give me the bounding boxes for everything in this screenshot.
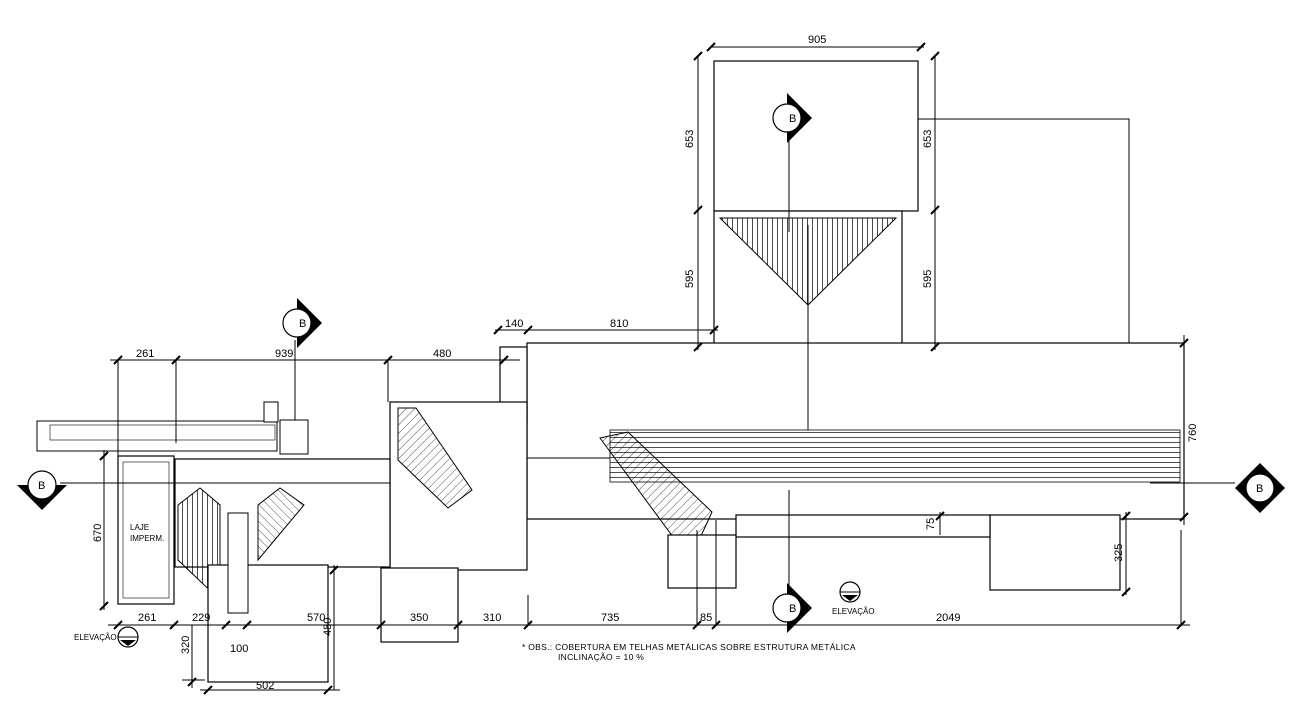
roof-right-lower [989, 514, 1121, 591]
dim-595-right: 595 [922, 270, 934, 288]
dim-570: 570 [307, 612, 325, 624]
elevation-symbol-left [117, 626, 139, 648]
dim-670: 670 [92, 524, 104, 542]
dim-100: 100 [230, 643, 248, 655]
section-marker-top-center: B [772, 93, 812, 143]
dim-939: 939 [275, 348, 293, 360]
roof-middle-hip [397, 407, 473, 509]
dim-760: 760 [1187, 424, 1199, 442]
dim-320: 320 [180, 636, 192, 654]
top-left-small-box [279, 419, 309, 455]
top-left-walkway-inner [49, 424, 276, 441]
roof-lower-post [227, 512, 249, 614]
laje-label-2: IMPERM. [130, 534, 164, 543]
svg-text:B: B [299, 318, 306, 330]
roof-lower-350 [380, 567, 459, 643]
dim-85: 85 [700, 612, 712, 624]
roof-small-lower [667, 534, 737, 589]
elevation-symbol-right [839, 581, 861, 603]
top-left-box [263, 401, 279, 423]
dim-261-top: 261 [136, 348, 154, 360]
roof-ridge-band [609, 429, 1181, 483]
dimension-text: 905 653 653 595 595 140 810 261 939 480 … [92, 34, 1199, 692]
dim-735: 735 [601, 612, 619, 624]
dim-229: 229 [192, 612, 210, 624]
svg-text:B: B [789, 603, 796, 615]
dim-810: 810 [610, 318, 628, 330]
section-marker-left: B [17, 470, 67, 510]
section-marker-right: B [1235, 463, 1285, 513]
svg-text:B: B [1256, 483, 1263, 495]
dim-653-right: 653 [922, 130, 934, 148]
roof-areas [36, 60, 1185, 683]
top-left-walkway [36, 420, 278, 452]
dim-595-left: 595 [684, 270, 696, 288]
roof-left-hip-2 [257, 487, 305, 562]
svg-text:B: B [38, 480, 45, 492]
dim-261-bottom: 261 [138, 612, 156, 624]
laje-slab-inner [122, 461, 170, 599]
section-marker-top-left: B [282, 298, 322, 348]
laje-label-1: LAJE [130, 523, 149, 532]
dim-480-vertical: 480 [322, 618, 334, 636]
svg-text:B: B [789, 113, 796, 125]
dim-75: 75 [925, 518, 937, 530]
section-marker-bottom: B [772, 583, 812, 633]
dim-2049: 2049 [936, 612, 960, 624]
dim-350: 350 [410, 612, 428, 624]
dim-480: 480 [433, 348, 451, 360]
elevacao-label-right: ELEVAÇÃO [832, 607, 875, 616]
dim-140: 140 [505, 318, 523, 330]
roof-note-line-1: * OBS.: COBERTURA EM TELHAS METÁLICAS SO… [522, 642, 856, 652]
roof-main-hip [599, 431, 713, 561]
roof-right-lower-2 [735, 514, 991, 538]
labels: LAJE IMPERM. ELEVAÇÃO ELEVAÇÃO * OBS.: C… [74, 523, 875, 662]
dim-653-left: 653 [684, 130, 696, 148]
dim-325: 325 [1113, 544, 1125, 562]
roof-note-line-2: INCLINAÇÃO = 10 % [558, 652, 644, 662]
laje-slab [117, 455, 175, 605]
section-lines [60, 140, 1235, 590]
elevacao-label-left: ELEVAÇÃO [74, 633, 117, 642]
dim-502: 502 [256, 680, 274, 692]
dimension-lines [99, 42, 1190, 695]
dim-905: 905 [808, 34, 826, 46]
roof-upper-block [713, 60, 919, 212]
dim-310: 310 [483, 612, 501, 624]
